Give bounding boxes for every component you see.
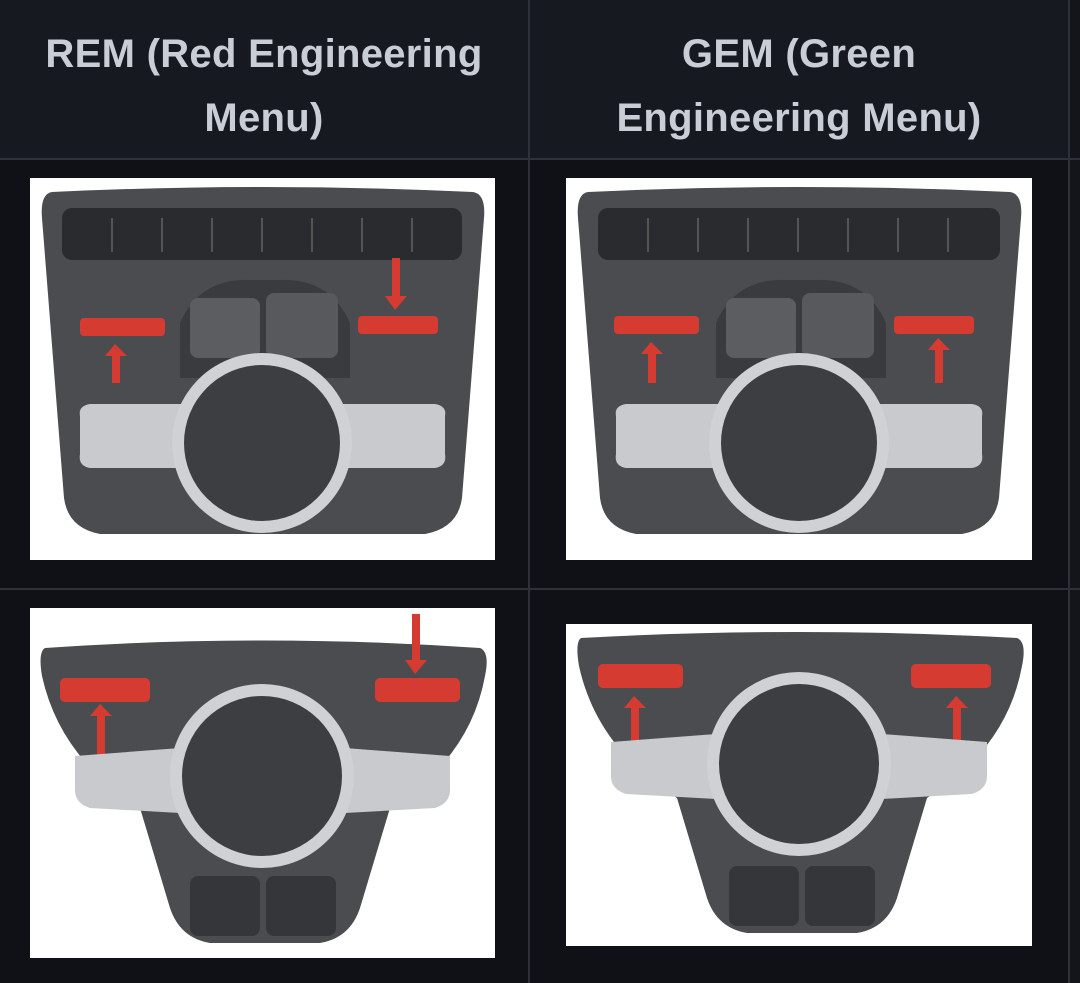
right-down-arrow xyxy=(385,258,407,310)
rem-full-controller-image xyxy=(30,178,495,560)
rotary-knob xyxy=(719,684,879,844)
rem-compact-controller-image xyxy=(30,608,495,958)
header-cell-gem: GEM (Green Engineering Menu) xyxy=(530,0,1068,158)
right-down-arrow xyxy=(405,614,427,674)
right-highlight-button xyxy=(375,678,460,702)
table-right-border xyxy=(1068,0,1070,983)
rotary-knob xyxy=(182,696,342,856)
header-cell-rem: REM (Red Engineering Menu) xyxy=(0,0,528,158)
rotary-knob xyxy=(184,365,340,521)
left-up-arrow xyxy=(641,342,663,383)
left-highlight-button xyxy=(614,316,699,334)
left-up-arrow xyxy=(105,344,127,383)
left-up-arrow xyxy=(624,696,646,749)
preset-button-bar xyxy=(647,218,949,252)
gem-full-controller-image xyxy=(566,178,1032,560)
header-divider xyxy=(0,158,1080,160)
rotary-knob xyxy=(721,365,877,521)
left-highlight-button xyxy=(80,318,165,336)
column-divider xyxy=(528,0,530,983)
left-highlight-button xyxy=(598,664,683,688)
header-rem: REM (Red Engineering Menu) xyxy=(45,32,483,140)
right-highlight-button xyxy=(894,316,974,334)
right-up-arrow xyxy=(946,696,968,749)
preset-button-bar xyxy=(111,218,413,252)
right-up-arrow xyxy=(928,338,950,383)
left-up-arrow xyxy=(90,704,112,758)
right-highlight-button xyxy=(358,316,438,334)
row-divider xyxy=(0,588,1080,590)
left-highlight-button xyxy=(60,678,150,702)
gem-compact-controller-image xyxy=(566,624,1032,946)
header-gem: GEM (Green Engineering Menu) xyxy=(616,32,982,140)
right-highlight-button xyxy=(911,664,991,688)
